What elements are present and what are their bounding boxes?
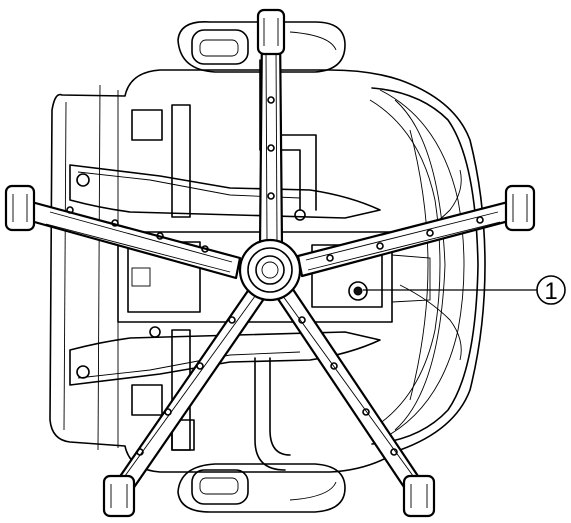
callout-number: 1 <box>544 278 557 305</box>
caster-top <box>256 8 286 56</box>
adjustment-knob <box>348 281 368 301</box>
seat-bracket-top <box>69 164 381 221</box>
armrest-top <box>177 21 346 73</box>
armrest-bottom <box>177 463 346 513</box>
caster-bottom-right <box>402 474 436 518</box>
caster-left <box>4 184 36 232</box>
backrest-edge <box>371 87 479 445</box>
mechanism-plate <box>117 231 431 323</box>
seat-pan <box>49 69 486 473</box>
callout-1: 1 <box>363 275 566 305</box>
caster-right <box>504 184 536 232</box>
base-hub <box>238 238 302 302</box>
caster-bottom-left <box>102 474 136 518</box>
base-leg-right <box>296 198 522 278</box>
callout-circle <box>536 275 566 305</box>
arm-upright-bottom <box>131 329 291 471</box>
base-leg-top <box>258 28 284 248</box>
seat-bracket-bottom <box>69 326 381 386</box>
